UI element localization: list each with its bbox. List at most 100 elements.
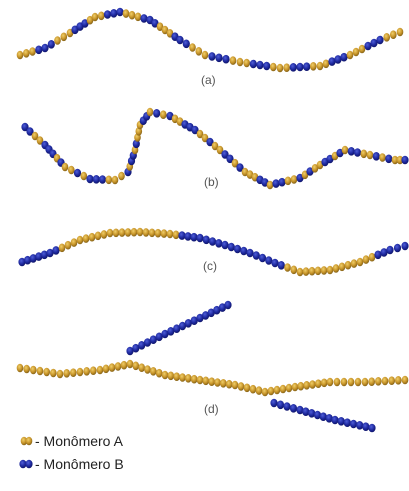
- monomer-a-bead: [50, 369, 57, 378]
- monomer-b-bead: [246, 249, 253, 258]
- monomer-a-bead: [63, 369, 70, 378]
- monomer-a-bead: [173, 231, 180, 240]
- polymer-chain-d-backbone: [17, 360, 409, 397]
- monomer-a-bead: [208, 377, 215, 386]
- monomer-b-bead: [93, 175, 100, 184]
- monomer-b-bead: [196, 234, 203, 243]
- monomer-b-bead: [344, 418, 351, 427]
- monomer-b-bead: [140, 14, 147, 23]
- monomer-b-bead: [263, 62, 270, 71]
- monomer-a-bead: [77, 368, 84, 377]
- monomer-a-bead: [243, 59, 250, 68]
- monomer-b-bead: [209, 237, 216, 246]
- polymer-chain-a: [17, 8, 404, 73]
- monomer-a-bead: [162, 371, 169, 380]
- monomer-a-bead: [237, 58, 244, 67]
- monomer-a-bead: [297, 268, 304, 277]
- monomer-a-bead: [125, 228, 132, 237]
- monomer-b-bead: [99, 175, 106, 184]
- monomer-a-bead: [214, 378, 221, 387]
- monomer-a-bead: [83, 367, 90, 376]
- monomer-a-bead: [347, 51, 354, 60]
- monomer-b-bead: [250, 60, 257, 69]
- monomer-a-bead: [112, 176, 119, 185]
- monomer-b-bead: [401, 242, 408, 251]
- monomer-a-bead: [101, 230, 108, 239]
- legend: - Monômero A - Monômero B: [19, 433, 123, 472]
- monomer-b-bead: [86, 175, 93, 184]
- monomer-b-bead: [110, 9, 117, 18]
- monomer-a-bead: [103, 365, 110, 374]
- monomer-b-bead: [290, 404, 297, 413]
- monomer-b-bead: [385, 155, 392, 164]
- monomer-a-bead: [402, 376, 409, 385]
- monomer-a-bead: [368, 377, 375, 386]
- monomer-a-bead: [81, 172, 88, 181]
- monomer-a-bead: [342, 146, 349, 155]
- monomer-a-bead: [341, 378, 348, 387]
- monomer-b-bead: [277, 401, 284, 410]
- monomer-a-bead: [327, 266, 334, 275]
- monomer-a-bead: [77, 236, 84, 245]
- monomer-b-bead: [183, 40, 190, 49]
- monomer-a-bead: [196, 47, 203, 56]
- monomer-b-bead: [362, 422, 369, 431]
- monomer-b-bead: [256, 61, 263, 70]
- monomer-a-bead: [379, 153, 386, 162]
- monomer-b-bead: [303, 62, 310, 71]
- monomer-a-bead: [268, 387, 275, 396]
- monomer-a-bead: [309, 380, 316, 389]
- monomer-a-bead: [119, 228, 126, 237]
- monomer-a-bead: [143, 228, 150, 237]
- monomer-a-bead: [369, 253, 376, 262]
- monomer-a-bead: [250, 385, 257, 394]
- monomer-a-bead: [54, 36, 61, 45]
- monomer-b-bead: [48, 40, 55, 49]
- monomer-a-bead: [156, 369, 163, 378]
- monomer-a-bead: [315, 379, 322, 388]
- monomer-a-bead: [274, 386, 281, 395]
- monomer-b-bead: [290, 63, 297, 72]
- monomer-a-bead: [89, 233, 96, 242]
- legend-item-monomer-a: - Monômero A: [21, 433, 124, 449]
- monomer-a-bead: [92, 13, 99, 22]
- monomer-a-bead: [315, 267, 322, 276]
- monomer-a-bead: [226, 380, 233, 389]
- monomer-a-bead: [362, 378, 369, 387]
- monomer-b-bead: [35, 46, 42, 55]
- monomer-a-bead: [232, 381, 239, 390]
- monomer-b-bead: [52, 246, 59, 255]
- legend-label-monomer-a: - Monômero A: [35, 433, 124, 449]
- monomer-b-bead: [74, 169, 81, 178]
- monomer-a-bead: [109, 363, 116, 372]
- monomer-a-bead: [334, 378, 341, 387]
- monomer-a-bead: [310, 62, 317, 71]
- monomer-a-bead: [29, 47, 36, 56]
- monomer-a-bead: [383, 33, 390, 42]
- monomer-b-bead: [350, 420, 357, 429]
- monomer-a-bead: [17, 364, 24, 373]
- monomer-a-bead: [118, 172, 125, 181]
- monomer-a-bead: [30, 366, 37, 375]
- panel-label-b: (b): [204, 175, 219, 189]
- monomer-a-bead: [90, 366, 97, 375]
- monomer-a-bead: [291, 266, 298, 275]
- monomer-a-bead: [127, 360, 134, 369]
- monomer-a-bead: [262, 388, 269, 397]
- monomer-a-swatch: [21, 437, 33, 446]
- monomer-a-bead: [129, 11, 136, 20]
- monomer-a-bead: [361, 150, 368, 159]
- legend-label-monomer-b: - Monômero B: [35, 456, 124, 472]
- monomer-b-bead: [394, 244, 401, 253]
- monomer-a-bead: [65, 241, 72, 250]
- monomer-a-bead: [283, 63, 290, 72]
- monomer-a-bead: [59, 244, 66, 253]
- monomer-a-bead: [121, 361, 128, 370]
- polymer-chain-d-graft-lower: [270, 399, 375, 433]
- monomer-a-bead: [321, 379, 328, 388]
- monomer-a-bead: [106, 176, 113, 185]
- monomer-a-bead: [339, 263, 346, 272]
- monomer-a-bead: [179, 373, 186, 382]
- monomer-a-bead: [97, 366, 104, 375]
